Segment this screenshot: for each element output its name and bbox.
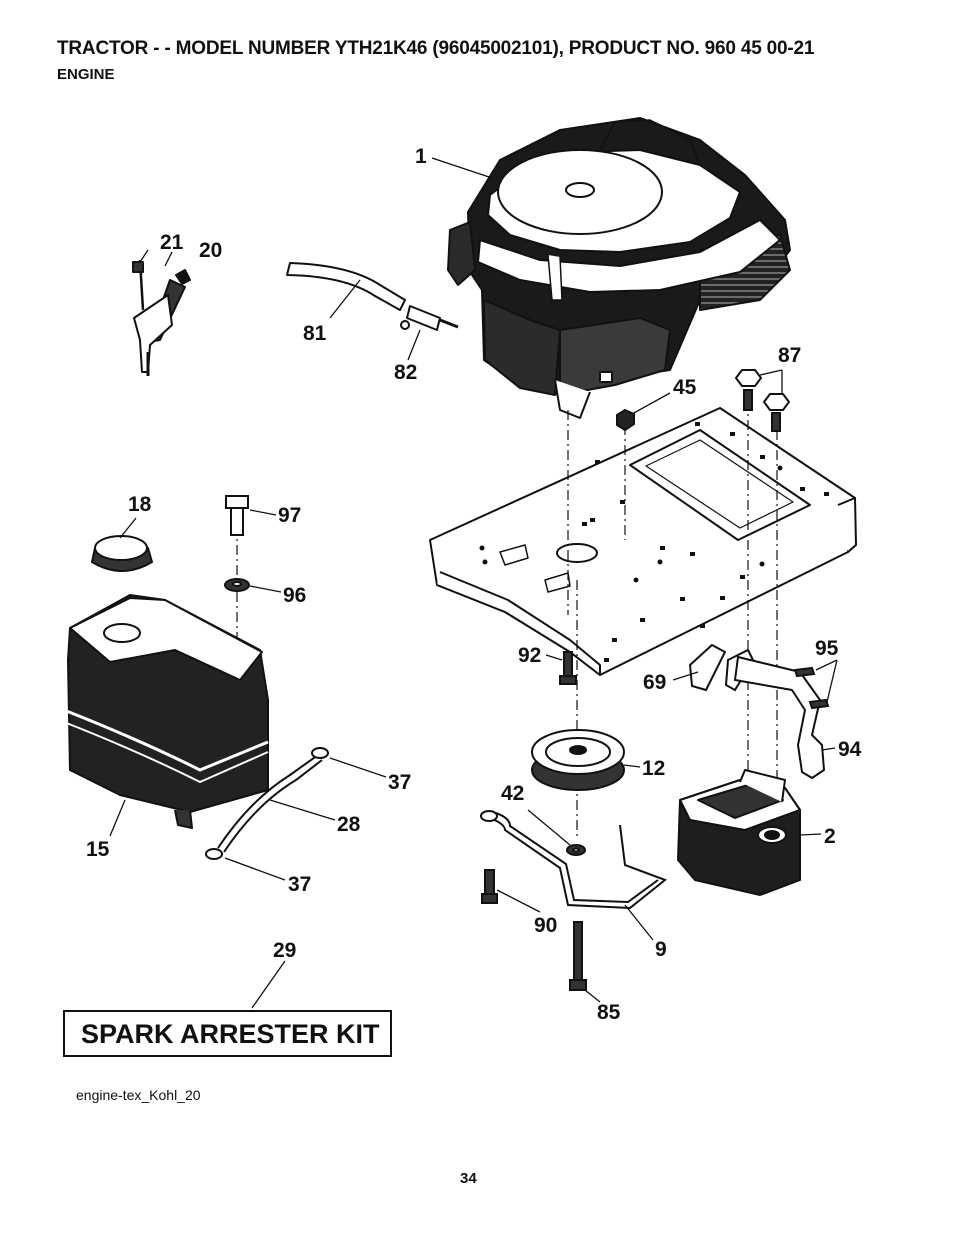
- callout-69: 69: [643, 671, 666, 694]
- callout-12: 12: [642, 757, 665, 780]
- hose-clamps: [205, 747, 329, 860]
- callout-1: 1: [415, 145, 427, 168]
- callout-96: 96: [283, 584, 306, 607]
- section-subtitle: ENGINE: [57, 66, 115, 83]
- fuel-hose: [217, 754, 323, 853]
- nut-45: [616, 408, 635, 432]
- bolt-97: [225, 495, 249, 536]
- bolts-87: [734, 369, 791, 432]
- callout-28: 28: [337, 813, 361, 836]
- page-title: TRACTOR - - MODEL NUMBER YTH21K46 (96045…: [57, 38, 815, 59]
- callout-94: 94: [838, 738, 862, 761]
- fuel-cap: [90, 535, 154, 572]
- callout-15: 15: [86, 838, 110, 861]
- callout-90: 90: [534, 914, 557, 937]
- callout-85: 85: [597, 1001, 621, 1024]
- callout-21: 21: [160, 231, 184, 254]
- muffler: [677, 769, 801, 896]
- callout-18: 18: [128, 493, 152, 516]
- callout-29: 29: [273, 939, 296, 962]
- rod-9: [480, 810, 667, 910]
- pulley: [531, 729, 625, 791]
- bolt-85: [569, 921, 587, 991]
- callout-92: 92: [518, 644, 541, 667]
- bolt-92: [559, 651, 577, 685]
- callout-45: 45: [673, 376, 697, 399]
- frame-plate: [429, 407, 857, 676]
- callout-82: 82: [394, 361, 417, 384]
- page-number: 34: [460, 1170, 477, 1187]
- diagram-reference: engine-tex_Kohl_20: [76, 1087, 201, 1103]
- callout-2: 2: [824, 825, 836, 848]
- callout-37-upper: 37: [388, 771, 411, 794]
- leader-lines: [109, 157, 838, 1009]
- callout-42: 42: [501, 782, 524, 805]
- bolt-90: [481, 869, 498, 904]
- frame-holes: [479, 422, 829, 662]
- fuel-tank: [63, 594, 269, 829]
- callout-87: 87: [778, 344, 801, 367]
- callout-37-lower: 37: [288, 873, 311, 896]
- throttle-bracket: [132, 259, 191, 376]
- engine-part: [447, 117, 791, 419]
- fuel-line: [286, 262, 459, 331]
- callout-97: 97: [278, 504, 301, 527]
- callout-81: 81: [303, 322, 327, 345]
- spark-arrester-kit-box: SPARK ARRESTER KIT: [63, 1010, 392, 1057]
- spark-arrester-kit-label: SPARK ARRESTER KIT: [81, 1019, 380, 1049]
- bolts-95: [793, 666, 830, 710]
- callout-9: 9: [655, 938, 667, 961]
- washer-96: [224, 578, 250, 592]
- callout-20: 20: [199, 239, 222, 262]
- washer-42: [566, 844, 586, 856]
- callout-95: 95: [815, 637, 839, 660]
